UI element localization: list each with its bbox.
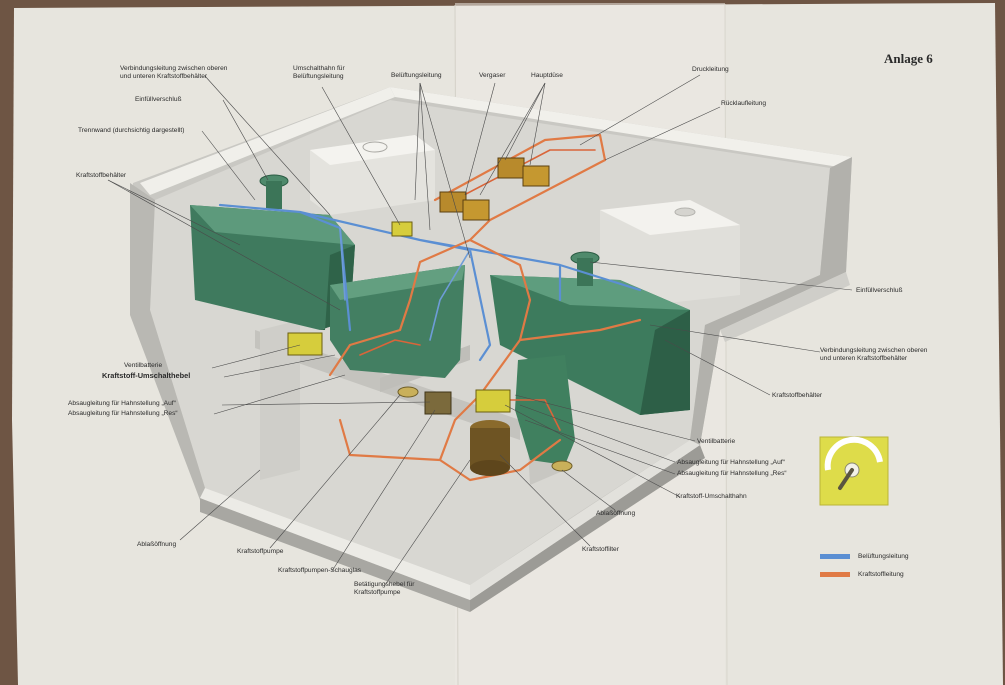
- label-main-jet: Hauptdüse: [531, 72, 563, 79]
- label-fill-cap-right: Einfüllverschluß: [856, 287, 903, 294]
- label-valve-battery-left: Ventilbatterie: [124, 362, 163, 369]
- label-valve-battery-right: Ventilbatterie: [697, 438, 736, 445]
- label-carburetor: Vergaser: [479, 72, 506, 79]
- legend-swatch-fuel: [820, 572, 850, 577]
- label-vent-switch-valve: Umschalthahn für Belüftungsleitung: [293, 65, 345, 80]
- fuel-line-path: [328, 133, 642, 482]
- legend-label-fuel: Kraftstoffleitung: [858, 571, 904, 578]
- annex-label: Anlage 6: [884, 51, 933, 66]
- label-suction-res-right: Absaugleitung für Hahnstellung „Res“: [677, 470, 787, 477]
- label-pump-lever: Betätigungshebel für Kraftstoffpumpe: [354, 581, 415, 596]
- label-fuel-pump: Kraftstoffpumpe: [237, 548, 284, 555]
- legend-label-ventilation: Belüftungsleitung: [858, 553, 909, 560]
- label-tank-left: Kraftstoffbehälter: [76, 172, 127, 179]
- label-pressure-line: Druckleitung: [692, 66, 729, 73]
- label-tank-right: Kraftstoffbehälter: [772, 392, 823, 399]
- label-connect-right: Verbindungsleitung zwischen oberen und u…: [820, 347, 928, 362]
- label-connect-upper-lower: Verbindungsleitung zwischen oberen und u…: [120, 65, 228, 80]
- tank-lower-right: [515, 355, 575, 465]
- label-fuel-filter: Kraftstoffilter: [582, 546, 619, 553]
- label-switch-lever: Kraftstoff-Umschalthebel: [102, 371, 191, 380]
- valve-battery-left-plate: [287, 332, 323, 356]
- label-partition: Trennwand (durchsichtig dargestellt): [78, 127, 185, 134]
- label-drain-left: Ablaßöffnung: [137, 541, 177, 548]
- legend-swatch-ventilation: [820, 554, 850, 559]
- label-fill-cap-left: Einfüllverschluß: [135, 96, 182, 103]
- valve-battery-right-plate: [475, 389, 511, 413]
- carburetor-group: [439, 157, 550, 221]
- tank-upper-right: [490, 275, 690, 415]
- lever-position-inset: [819, 436, 889, 506]
- label-drain-right: Ablaßöffnung: [596, 510, 636, 517]
- hull-front-left: [200, 498, 470, 612]
- label-fuel-switch-valve: Kraftstoff-Umschalthahn: [676, 493, 747, 500]
- hull-front-right: [470, 445, 705, 612]
- label-sight-glass: Kraftstoffpumpen-Schauglas: [278, 567, 362, 574]
- label-return-line: Rücklaufleitung: [721, 100, 767, 107]
- label-vent-line: Belüftungsleitung: [391, 72, 442, 79]
- label-suction-res-left: Absaugleitung für Hahnstellung „Res“: [68, 410, 178, 417]
- label-suction-auf-left: Absaugleitung für Hahnstellung „Auf“: [68, 400, 176, 407]
- fuel-pump-body: [470, 420, 510, 476]
- label-suction-auf-right: Absaugleitung für Hahnstellung „Auf“: [677, 459, 785, 466]
